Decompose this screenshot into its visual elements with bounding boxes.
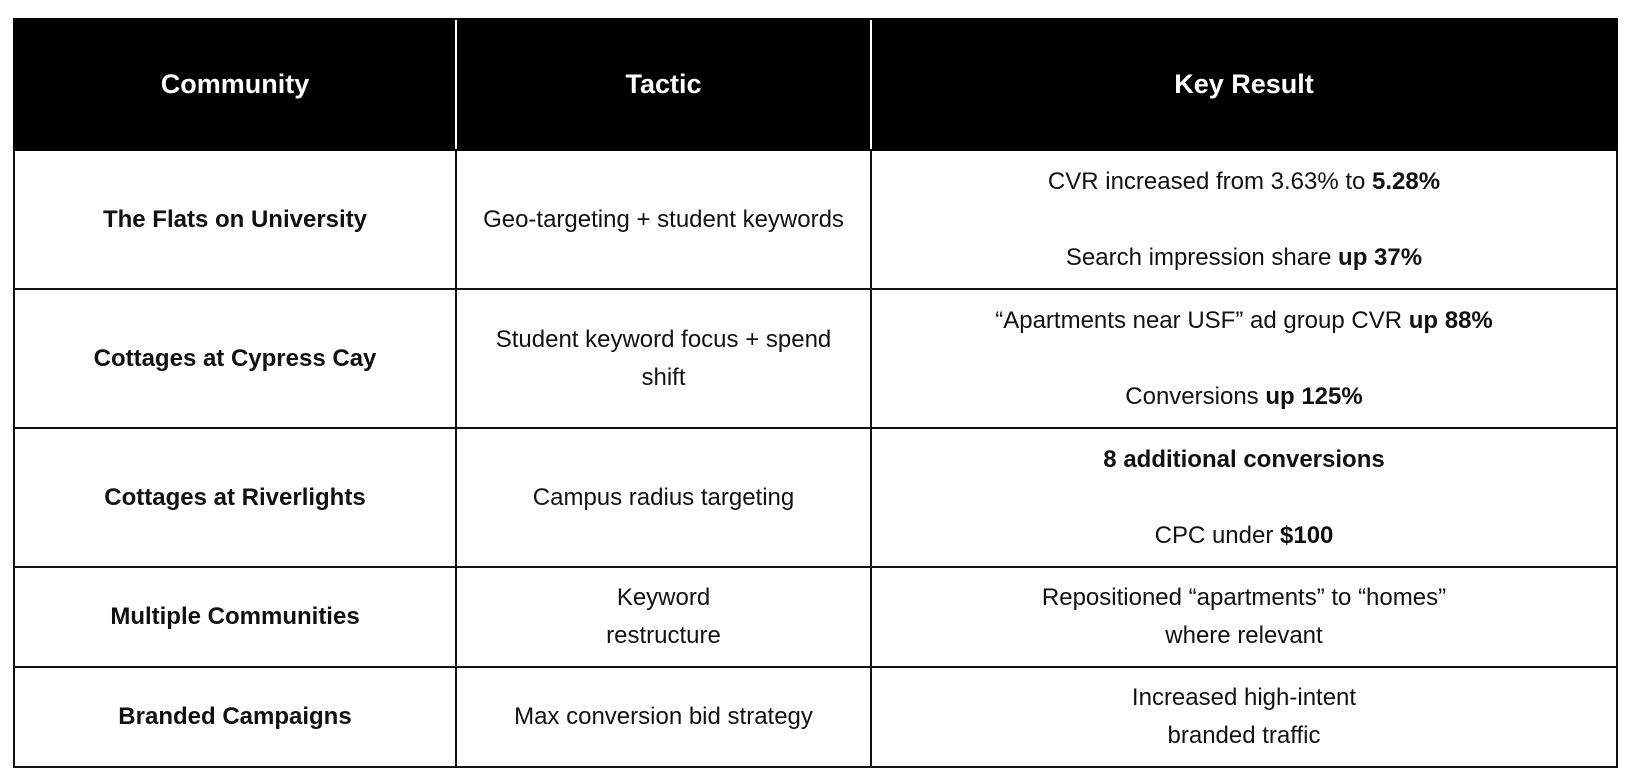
key-result-cell: “Apartments near USF” ad group CVR up 88… [870, 288, 1618, 429]
result-text: CVR increased from 3.63% to [1047, 167, 1373, 195]
result-line: where relevant [1165, 622, 1323, 649]
result-line: Conversions up 125% [890, 378, 1598, 416]
result-text: Conversions [1125, 382, 1266, 410]
result-text: Search impression share [1065, 243, 1339, 271]
result-highlight: up 125% [1265, 382, 1363, 410]
tactic-cell: Keyword restructure [455, 566, 872, 668]
result-text: CPC under [1154, 521, 1280, 549]
table-row: Branded Campaigns Max conversion bid str… [13, 666, 1618, 768]
community-cell: The Flats on University [13, 149, 457, 290]
result-highlight: 5.28% [1372, 167, 1441, 195]
tactic-line: restructure [606, 622, 721, 649]
result-highlight: up 88% [1408, 306, 1493, 334]
result-line: Repositioned “apartments” to “homes” [1041, 584, 1447, 611]
table-row: Cottages at Riverlights Campus radius ta… [13, 427, 1618, 568]
header-row: Community Tactic Key Result [13, 18, 1618, 151]
result-line: branded traffic [1167, 722, 1321, 749]
result-highlight: up 37% [1338, 243, 1423, 271]
table-row: Multiple Communities Keyword restructure… [13, 566, 1618, 668]
tactic-cell: Student keyword focus + spend shift [455, 288, 872, 429]
table-row: The Flats on University Geo-targeting + … [13, 149, 1618, 290]
table-row: Cottages at Cypress Cay Student keyword … [13, 288, 1618, 429]
header-community: Community [13, 18, 456, 151]
tactic-line: Keyword [616, 584, 711, 611]
community-cell: Cottages at Cypress Cay [13, 288, 457, 429]
results-table: Community Tactic Key Result The Flats on… [13, 18, 1618, 768]
result-line: 8 additional conversions [890, 441, 1598, 479]
result-highlight: 8 additional conversions [1103, 445, 1385, 473]
result-line: CVR increased from 3.63% to 5.28% [890, 163, 1598, 201]
result-line: “Apartments near USF” ad group CVR up 88… [890, 302, 1598, 340]
tactic-cell: Max conversion bid strategy [455, 666, 872, 768]
key-result-cell: Repositioned “apartments” to “homes” whe… [870, 566, 1618, 668]
key-result-cell: CVR increased from 3.63% to 5.28% Search… [870, 149, 1618, 290]
result-line: CPC under $100 [890, 517, 1598, 555]
community-cell: Cottages at Riverlights [13, 427, 457, 568]
key-result-cell: 8 additional conversions CPC under $100 [870, 427, 1618, 568]
result-line: Search impression share up 37% [890, 239, 1598, 277]
community-cell: Multiple Communities [13, 566, 457, 668]
header-key-result: Key Result [870, 18, 1618, 151]
result-highlight: $100 [1280, 521, 1334, 549]
result-line: Increased high-intent [1131, 684, 1357, 711]
header-tactic: Tactic [455, 18, 871, 151]
result-text: “Apartments near USF” ad group CVR [995, 306, 1409, 334]
key-result-cell: Increased high-intent branded traffic [870, 666, 1618, 768]
community-cell: Branded Campaigns [13, 666, 457, 768]
tactic-cell: Geo-targeting + student keywords [455, 149, 872, 290]
tactic-cell: Campus radius targeting [455, 427, 872, 568]
